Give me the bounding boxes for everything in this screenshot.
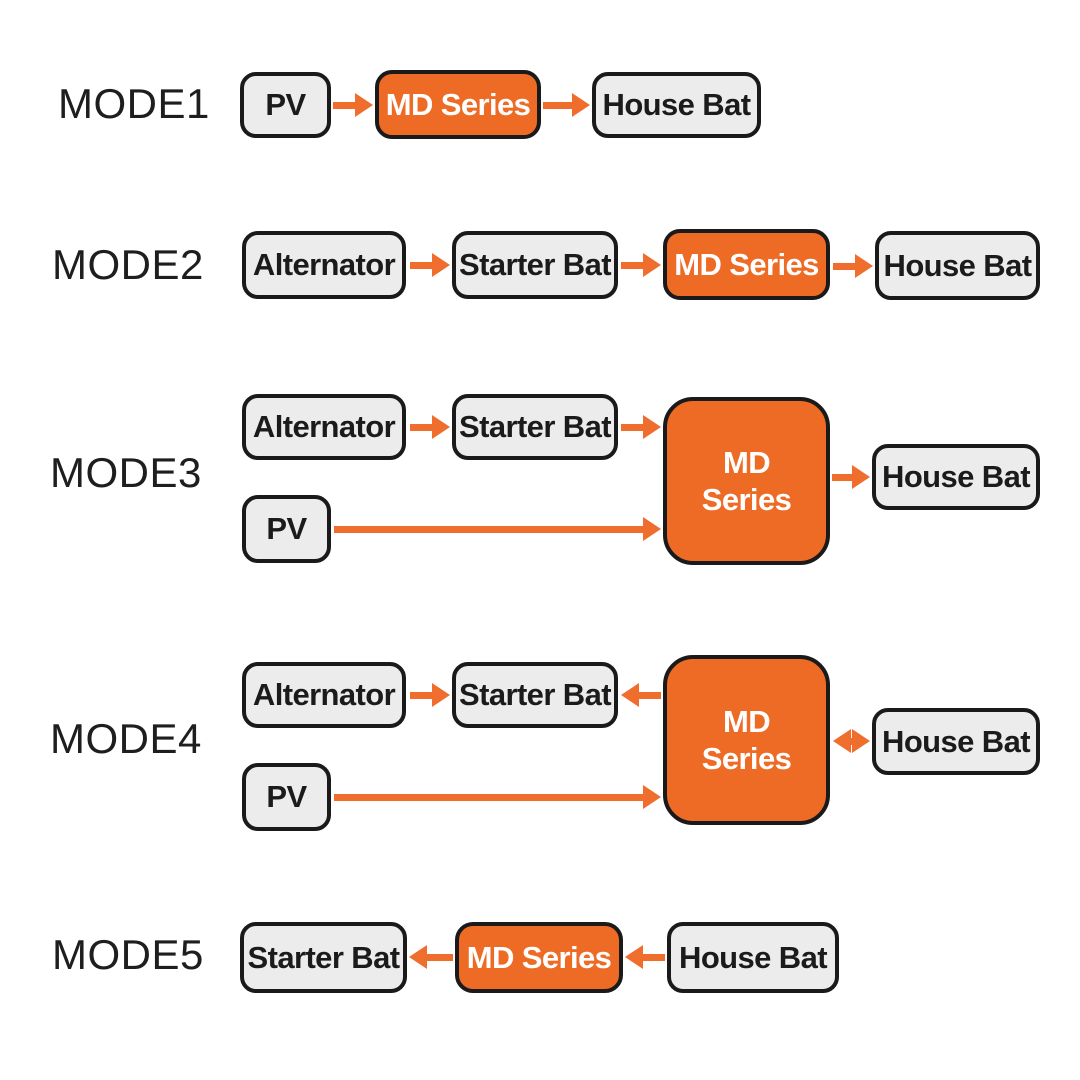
arrow-mode2-starter-bat-to-md-series bbox=[621, 253, 661, 277]
node-label: House Bat bbox=[602, 87, 752, 122]
mode-label-mode5: MODE5 bbox=[52, 931, 204, 978]
arrow-mode3-md-series-to-house-bat bbox=[832, 465, 870, 489]
node-label: Starter Bat bbox=[247, 939, 401, 975]
arrowhead-right-icon bbox=[432, 415, 450, 439]
node-mode2-alternator: Alternator bbox=[242, 231, 406, 299]
arrowhead-right-icon bbox=[643, 253, 661, 277]
arrow-shaft bbox=[410, 423, 436, 431]
arrow-shaft bbox=[621, 423, 647, 431]
node-mode2-md-series: MD Series bbox=[663, 229, 830, 300]
node-mode4-starter-bat: Starter Bat bbox=[452, 662, 618, 728]
arrow-mode5-house-bat-to-md-series bbox=[625, 945, 665, 969]
node-label: PV bbox=[265, 87, 306, 122]
arrowhead-right-icon bbox=[432, 683, 450, 707]
mode-label-mode1: MODE1 bbox=[58, 80, 210, 127]
arrow-shaft bbox=[543, 101, 576, 109]
arrowhead-right-icon bbox=[643, 785, 661, 809]
arrow-mode2-md-series-to-house-bat bbox=[833, 254, 873, 278]
node-label: Starter Bat bbox=[459, 677, 612, 712]
node-mode1-md-series: MD Series bbox=[375, 70, 541, 139]
arrowhead-left-icon bbox=[621, 683, 639, 707]
arrow-mode3-starter-bat-to-md-series bbox=[621, 415, 661, 439]
node-mode5-md-series: MD Series bbox=[455, 922, 623, 993]
arrow-shaft bbox=[423, 953, 453, 961]
arrow-mode4-md-series-house-bat-bidirectional bbox=[833, 729, 870, 753]
arrowhead-right-icon bbox=[572, 93, 590, 117]
arrowhead-left-icon bbox=[625, 945, 643, 969]
arrow-shaft bbox=[333, 101, 359, 109]
arrow-shaft bbox=[410, 261, 436, 269]
node-mode1-house-bat: House Bat bbox=[592, 72, 761, 138]
node-mode3-pv: PV bbox=[242, 495, 331, 563]
node-label: PV bbox=[266, 779, 307, 814]
arrowhead-right-icon bbox=[855, 254, 873, 278]
node-mode4-pv: PV bbox=[242, 763, 331, 831]
arrow-mode4-alternator-to-starter-bat bbox=[410, 683, 450, 707]
node-label: House Bat bbox=[679, 939, 828, 975]
arrowhead-left-icon bbox=[833, 729, 851, 753]
node-label: MD Series bbox=[674, 246, 819, 282]
node-mode1-pv: PV bbox=[240, 72, 331, 138]
node-label: PV bbox=[266, 511, 307, 546]
node-label: House Bat bbox=[883, 247, 1033, 283]
arrow-mode3-pv-to-md-series bbox=[334, 517, 661, 541]
arrow-shaft bbox=[832, 473, 856, 481]
arrowhead-right-icon bbox=[852, 729, 870, 753]
node-label: House Bat bbox=[882, 723, 1031, 759]
node-label: Alternator bbox=[252, 247, 396, 282]
node-mode3-house-bat: House Bat bbox=[872, 444, 1040, 510]
arrowhead-left-icon bbox=[409, 945, 427, 969]
arrow-mode3-alternator-to-starter-bat bbox=[410, 415, 450, 439]
node-mode2-starter-bat: Starter Bat bbox=[452, 231, 618, 299]
node-label: Alternator bbox=[252, 677, 396, 712]
node-mode3-alternator: Alternator bbox=[242, 394, 406, 460]
arrowhead-right-icon bbox=[432, 253, 450, 277]
node-mode2-house-bat: House Bat bbox=[875, 231, 1040, 300]
arrowhead-right-icon bbox=[643, 415, 661, 439]
arrowhead-right-icon bbox=[355, 93, 373, 117]
node-mode4-house-bat: House Bat bbox=[872, 708, 1040, 775]
node-mode3-starter-bat: Starter Bat bbox=[452, 394, 618, 460]
arrow-mode1-md-series-to-house-bat bbox=[543, 93, 590, 117]
node-label: Starter Bat bbox=[459, 409, 612, 444]
arrow-shaft bbox=[334, 525, 647, 533]
node-label: House Bat bbox=[882, 459, 1031, 494]
node-label: Alternator bbox=[252, 409, 396, 444]
arrow-shaft bbox=[833, 262, 859, 270]
node-mode4-alternator: Alternator bbox=[242, 662, 406, 728]
mode-label-mode3: MODE3 bbox=[50, 449, 202, 496]
arrowhead-right-icon bbox=[643, 517, 661, 541]
arrow-mode1-pv-to-md-series bbox=[333, 93, 373, 117]
arrow-mode4-md-series-to-starter-bat bbox=[621, 683, 661, 707]
arrow-mode5-md-series-to-starter-bat bbox=[409, 945, 453, 969]
node-mode5-house-bat: House Bat bbox=[667, 922, 839, 993]
arrow-shaft bbox=[639, 953, 665, 961]
node-label: MD Series bbox=[466, 939, 612, 975]
arrow-shaft bbox=[334, 793, 647, 801]
arrow-shaft bbox=[621, 261, 647, 269]
node-label: Starter Bat bbox=[459, 247, 612, 282]
node-mode5-starter-bat: Starter Bat bbox=[240, 922, 407, 993]
mode-label-mode2: MODE2 bbox=[52, 241, 204, 288]
arrow-mode2-alternator-to-starter-bat bbox=[410, 253, 450, 277]
arrow-shaft bbox=[635, 691, 661, 699]
node-label: MD Series bbox=[385, 86, 531, 122]
arrow-shaft bbox=[410, 691, 436, 699]
mode-label-mode4: MODE4 bbox=[50, 715, 202, 762]
arrowhead-right-icon bbox=[852, 465, 870, 489]
arrow-shaft bbox=[847, 737, 856, 745]
arrow-mode4-pv-to-md-series bbox=[334, 785, 661, 809]
